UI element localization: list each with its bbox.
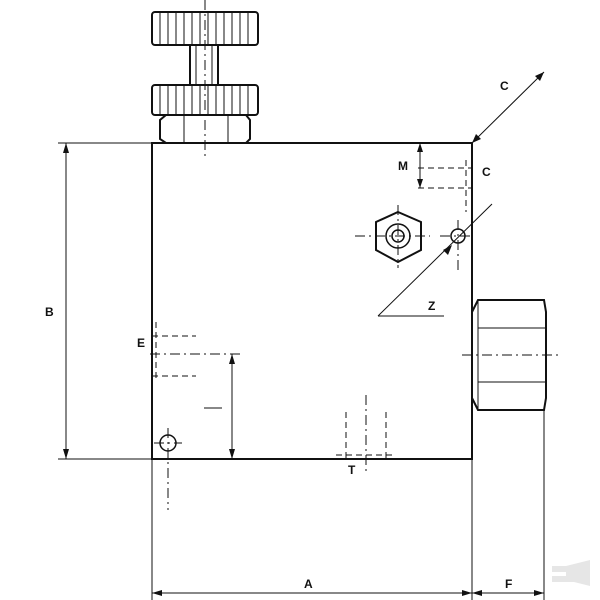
label-c-side: C bbox=[482, 165, 491, 179]
label-e: E bbox=[137, 336, 145, 350]
label-z: Z bbox=[428, 299, 435, 313]
port-lower-left-circle bbox=[154, 428, 182, 510]
hex-plug bbox=[355, 205, 430, 268]
dimension-a bbox=[151, 459, 473, 600]
dimension-m bbox=[417, 143, 423, 188]
dimension-e-height bbox=[229, 354, 235, 459]
label-m: M bbox=[398, 159, 408, 173]
label-t: T bbox=[348, 463, 356, 477]
dimension-f bbox=[472, 410, 545, 600]
label-a: A bbox=[304, 577, 313, 591]
dimension-c-chamfer bbox=[471, 71, 545, 144]
label-f: F bbox=[505, 577, 512, 591]
valve-body bbox=[151, 142, 473, 460]
side-port-nut bbox=[462, 299, 560, 411]
label-c-top: C bbox=[500, 79, 509, 93]
port-e-hidden bbox=[150, 322, 240, 380]
label-b: B bbox=[45, 305, 54, 319]
port-t-hidden bbox=[336, 395, 396, 475]
dimension-b bbox=[58, 142, 152, 460]
port-z-circle bbox=[440, 220, 472, 270]
port-m-hidden bbox=[418, 160, 472, 212]
adjustment-knob-assembly bbox=[151, 0, 259, 156]
dimension-z-leader bbox=[377, 203, 493, 317]
watermark-logo bbox=[552, 560, 590, 586]
